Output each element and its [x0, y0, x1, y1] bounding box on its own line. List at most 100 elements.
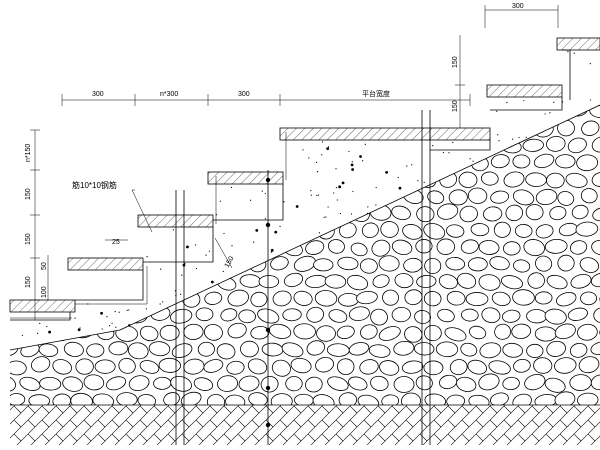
concrete-speck [108, 170, 110, 172]
concrete-speck [42, 175, 44, 177]
rubble-stone [220, 308, 238, 322]
concrete-speck [270, 251, 272, 253]
rubble-stone [513, 358, 531, 373]
rubble-stone [19, 376, 41, 391]
concrete-speck [177, 203, 181, 207]
rubble-stone [103, 205, 126, 220]
rubble-stone [10, 222, 25, 237]
rubble-stone [470, 223, 490, 237]
concrete-speck [250, 199, 252, 201]
rubble-stone [174, 138, 194, 153]
rubble-stone [493, 221, 511, 238]
rubble-stone [391, 205, 411, 221]
rubble-stone [457, 272, 477, 289]
rubble-stone [282, 308, 302, 322]
concrete-speck [137, 120, 140, 122]
concrete-speck [174, 290, 176, 292]
concrete-speck [492, 60, 495, 63]
concrete-speck [372, 58, 374, 60]
concrete-speck [327, 206, 329, 208]
concrete-speck [103, 152, 105, 154]
section-lines [175, 110, 431, 445]
concrete-speck [6, 154, 9, 157]
concrete-speck [553, 101, 555, 103]
concrete-speck [135, 283, 137, 286]
rubble-stone [50, 119, 68, 135]
concrete-speck [128, 309, 130, 311]
rubble-stone [535, 255, 553, 272]
concrete-speck [79, 327, 81, 329]
rubble-stone [163, 392, 180, 405]
rubble-stone [219, 105, 237, 119]
concrete-speck [448, 152, 450, 154]
landing-slab [279, 127, 431, 141]
dim-riser-2: 150 [25, 233, 32, 245]
rubble-stone [337, 292, 359, 307]
concrete-speck [111, 65, 114, 67]
rubble-stone [328, 309, 348, 323]
rubble-stone [10, 375, 16, 392]
concrete-speck [475, 45, 479, 48]
concrete-speck [39, 68, 41, 70]
concrete-speck [507, 31, 508, 32]
concrete-speck [332, 91, 336, 95]
rubble-stone [526, 343, 544, 358]
concrete-speck [393, 46, 395, 49]
concrete-speck [461, 112, 463, 114]
concrete-speck [41, 143, 43, 146]
concrete-speck [283, 112, 286, 114]
rubble-stone [106, 376, 127, 391]
concrete-speck [55, 97, 58, 99]
rubble-stone [567, 307, 588, 321]
concrete-speck [365, 85, 368, 87]
concrete-speck [277, 60, 279, 62]
concrete-speck [61, 234, 64, 238]
concrete-speck [339, 97, 341, 99]
rubble-stone [549, 206, 567, 221]
concrete-speck [114, 311, 116, 313]
rubble-stone [338, 392, 358, 405]
concrete-speck [197, 31, 198, 32]
rubble-stone [250, 291, 268, 308]
rubble-stone [39, 105, 61, 119]
rebar-dots [265, 177, 271, 428]
concrete-speck [315, 161, 318, 163]
concrete-speck [495, 50, 497, 53]
rubble-stone [546, 172, 565, 189]
concrete-speck [472, 160, 474, 162]
concrete-speck [219, 40, 222, 41]
concrete-speck [573, 52, 575, 54]
concrete-speck [264, 218, 267, 220]
concrete-speck [50, 283, 52, 285]
concrete-speck [429, 35, 430, 36]
rubble-stone [226, 360, 245, 375]
concrete-speck [202, 195, 206, 199]
concrete-speck [260, 150, 264, 154]
rubble-stone [569, 342, 588, 358]
rubble-stone [241, 137, 259, 154]
rubble-stone [10, 360, 27, 376]
concrete-speck [97, 218, 99, 221]
concrete-speck [445, 67, 447, 69]
concrete-speck [208, 88, 210, 90]
concrete-speck [321, 154, 323, 156]
concrete-speck [359, 89, 361, 92]
concrete-speck [13, 242, 15, 244]
concrete-speck [442, 151, 445, 154]
rubble-stone [38, 343, 59, 357]
concrete-speck [253, 241, 255, 243]
concrete-speck [543, 32, 544, 33]
rubble-stone [10, 274, 16, 288]
rubble-stone [114, 190, 135, 205]
rubble-stone [272, 290, 292, 307]
concrete-speck [74, 55, 76, 57]
concrete-speck [119, 90, 121, 92]
rubble-stone [136, 155, 158, 171]
rubble-stone [575, 221, 599, 237]
concrete-speck [28, 79, 30, 81]
concrete-speck [506, 101, 508, 104]
concrete-speck [27, 216, 29, 218]
concrete-speck [351, 49, 353, 51]
concrete-speck [590, 32, 593, 35]
concrete-speck [120, 203, 122, 206]
